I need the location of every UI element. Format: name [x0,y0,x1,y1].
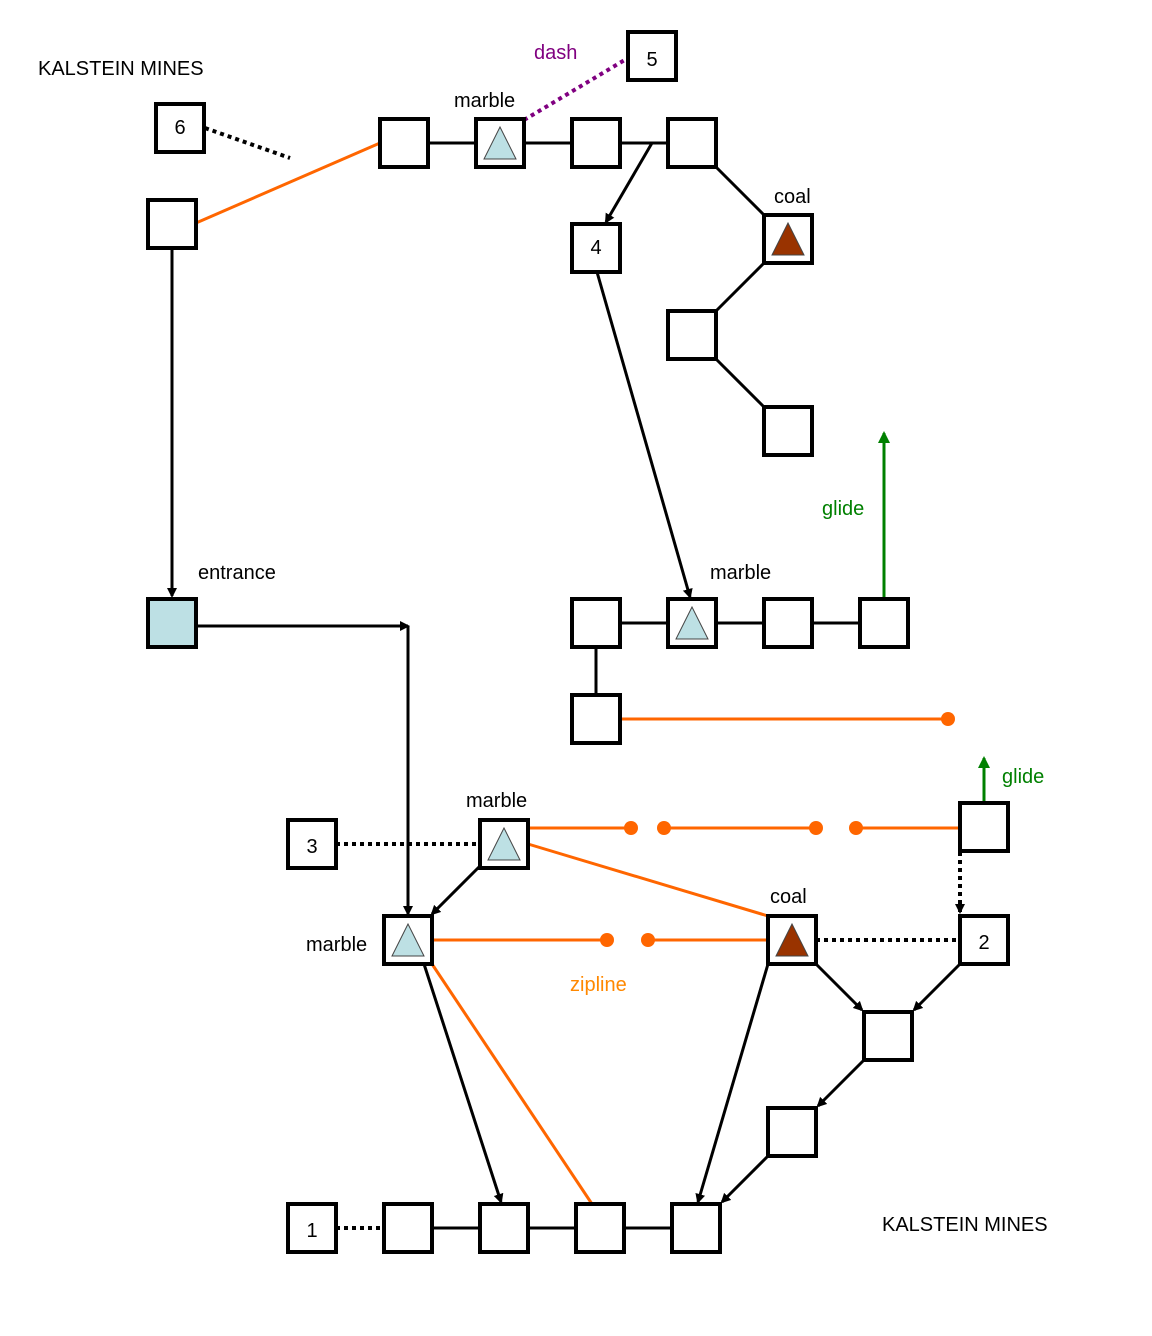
zipline-a1-a2 [195,141,381,225]
coal-triangle-icon [771,221,805,256]
node-2-label: 2 [978,932,989,954]
room-c3[interactable] [762,597,814,649]
marble-triangle-icon [391,922,425,957]
room-f1[interactable] [382,1202,434,1254]
room-c4[interactable] [858,597,910,649]
map-title-bottom: KALSTEIN MINES [882,1214,1048,1236]
room-entrance[interactable] [146,597,198,649]
room-d3-marble[interactable] [382,914,434,966]
node-3[interactable]: 3 [286,818,338,870]
edge-b1-b2 [714,261,766,313]
marble-triangle-icon [487,826,521,861]
zipline-dot [600,933,614,947]
zipline-dot [624,821,638,835]
room-d4-coal[interactable] [766,914,818,966]
room-a2[interactable] [378,117,430,169]
edge-arrow-4-to-marble [595,271,693,599]
room-f2[interactable] [478,1202,530,1254]
room-f4[interactable] [670,1202,722,1254]
node-6-label: 6 [174,117,185,139]
room-e1[interactable] [862,1010,914,1062]
label-entrance: entrance [198,562,276,584]
node-5-label: 5 [646,49,657,71]
node-6[interactable]: 6 [154,102,206,154]
marble-triangle-icon [675,605,709,640]
marble-triangle-icon [483,125,517,160]
edge-dotted-6 [204,126,291,160]
zipline-d3-f3 [430,963,594,1205]
edge-arrow-d1-d3 [430,864,482,916]
room-b1-coal[interactable] [762,213,814,265]
edge-arrow-e1-e2 [816,1058,866,1108]
edge-dash-to-5 [522,56,630,122]
label-marble-lower-left: marble [306,934,367,956]
label-marble-middle: marble [710,562,771,584]
map-title-top: KALSTEIN MINES [38,58,204,80]
edge-arrow-2-e1 [912,962,962,1012]
node-1[interactable]: 1 [286,1202,338,1254]
edge-a5-b1 [714,165,766,217]
zipline-d1-d4 [527,842,769,918]
node-4[interactable]: 4 [570,222,622,274]
label-marble-lower-right: marble [466,790,527,812]
room-b2[interactable] [666,309,718,361]
edge-arrow-d4-e1 [814,962,864,1012]
room-d2[interactable] [958,801,1010,853]
room-c1[interactable] [570,597,622,649]
edge-arrow-d4-f4 [695,963,770,1204]
edge-arrow-e2-f4 [720,1154,770,1204]
room-f3[interactable] [574,1202,626,1254]
zipline-dot [809,821,823,835]
label-coal-lower: coal [770,886,807,908]
room-a1[interactable] [146,198,198,250]
node-5[interactable]: 5 [626,30,678,82]
room-c5[interactable] [570,693,622,745]
room-c2-marble[interactable] [666,597,718,649]
coal-triangle-icon [775,922,809,957]
room-a4[interactable] [570,117,622,169]
node-4-label: 4 [590,237,601,259]
edge-arrow-to-4 [604,142,654,224]
node-2[interactable]: 2 [958,914,1010,966]
label-zipline: zipline [570,974,627,996]
label-glide-upper: glide [822,498,864,520]
room-e2[interactable] [766,1106,818,1158]
label-marble-top: marble [454,90,515,112]
edge-b2-b3 [714,357,766,409]
room-d1-marble[interactable] [478,818,530,870]
edge-arrow-d3-f2 [422,963,504,1204]
node-1-label: 1 [306,1220,317,1242]
label-coal-top: coal [774,186,811,208]
label-dash: dash [534,42,577,64]
room-a3-marble[interactable] [474,117,526,169]
zipline-endpoint [941,712,955,726]
label-glide-lower: glide [1002,766,1044,788]
node-3-label: 3 [306,836,317,858]
room-a5[interactable] [666,117,718,169]
room-b3[interactable] [762,405,814,457]
